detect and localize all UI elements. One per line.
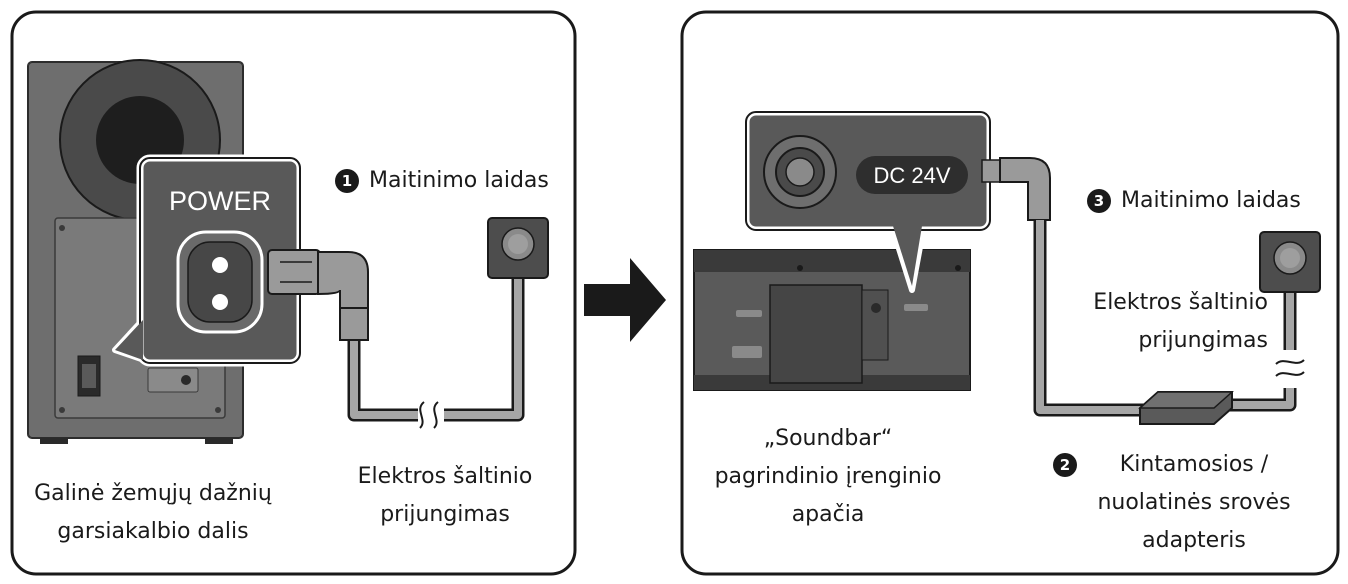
power-cable-right	[1033, 220, 1305, 417]
callout-1-text: Maitinimo laidas	[369, 168, 549, 193]
outlet-caption-left: Elektros šaltinio prijungimas	[357, 464, 533, 527]
soundbar-caption: „Soundbar“ pagrindinio įrenginio apačia	[714, 426, 942, 527]
adapter-caption: Kintamosios / nuolatinės srovės adapteri…	[1097, 452, 1291, 553]
power-callout	[112, 154, 304, 367]
power-label: POWER	[169, 186, 271, 216]
next-step-arrow	[584, 258, 666, 342]
step-number-3: 3	[1087, 189, 1111, 213]
soundbar-unit	[693, 249, 971, 391]
callout-1: 1 Maitinimo laidas	[335, 166, 549, 196]
step-number-1: 1	[335, 169, 359, 193]
power-cable-left	[347, 278, 525, 429]
dc-label-badge	[856, 156, 968, 194]
callout-3-text: Maitinimo laidas	[1121, 188, 1301, 213]
wall-outlet-right	[1259, 231, 1321, 293]
ac-dc-adapter	[1138, 391, 1234, 425]
step-number-2: 2	[1053, 453, 1077, 477]
wall-outlet-left	[487, 217, 549, 279]
power-plug	[267, 249, 369, 341]
outlet-caption-right: Elektros šaltinio prijungimas	[1093, 290, 1268, 353]
dc-callout	[742, 108, 994, 293]
dc-label: DC 24V	[873, 163, 950, 188]
subwoofer-caption: Galinė žemųjų dažnių garsiakalbio dalis	[34, 481, 272, 544]
callout-3: 3 Maitinimo laidas	[1087, 186, 1301, 216]
callout-2: 2	[1053, 450, 1087, 480]
dc-plug	[981, 157, 1051, 221]
